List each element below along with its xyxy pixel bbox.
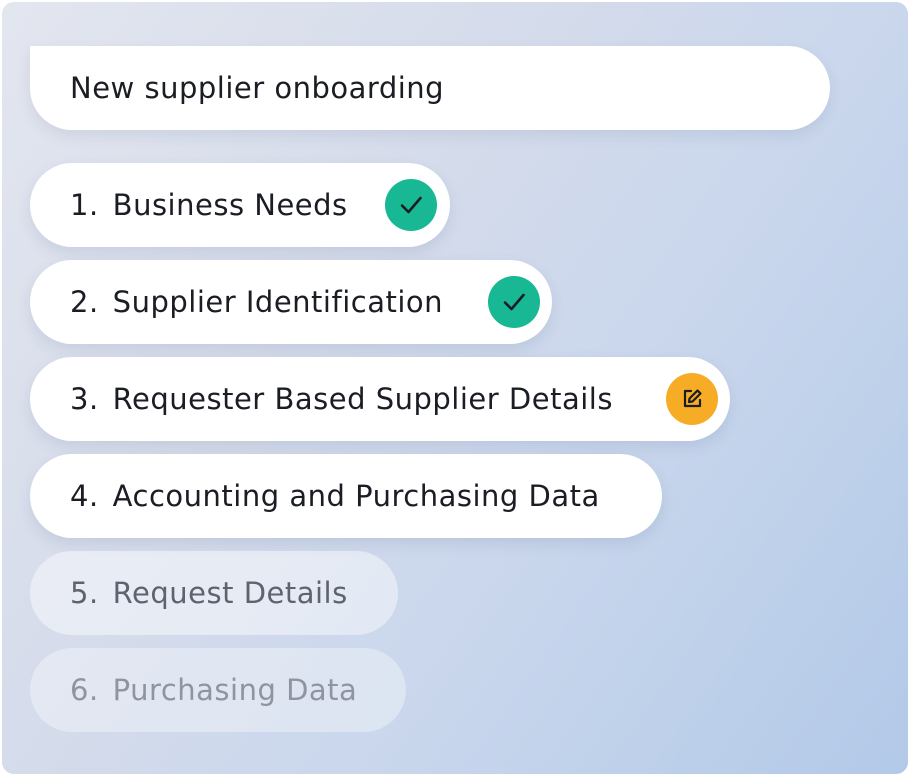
step-label: Supplier Identification: [112, 285, 444, 319]
step-business-needs[interactable]: 1. Business Needs: [30, 163, 450, 247]
step-number: 6.: [70, 673, 99, 707]
step-number: 2.: [70, 285, 99, 319]
step-label: Accounting and Purchasing Data: [112, 479, 600, 513]
step-number: 3.: [70, 382, 99, 416]
step-purchasing-data[interactable]: 6. Purchasing Data: [30, 648, 406, 732]
step-supplier-identification[interactable]: 2. Supplier Identification: [30, 260, 552, 344]
workflow-title-bar: New supplier onboarding: [30, 46, 830, 130]
step-request-details[interactable]: 5. Request Details: [30, 551, 398, 635]
edit-icon: [666, 373, 718, 425]
step-number: 1.: [70, 188, 99, 222]
check-icon: [488, 276, 540, 328]
step-label: Business Needs: [112, 188, 348, 222]
step-label: Requester Based Supplier Details: [112, 382, 613, 416]
step-label: Purchasing Data: [112, 673, 358, 707]
step-label: Request Details: [112, 576, 348, 610]
workflow-title: New supplier onboarding: [70, 71, 445, 105]
step-requester-based-supplier-details[interactable]: 3. Requester Based Supplier Details: [30, 357, 730, 441]
check-icon: [385, 179, 437, 231]
step-number: 5.: [70, 576, 99, 610]
step-number: 4.: [70, 479, 99, 513]
step-accounting-and-purchasing-data[interactable]: 4. Accounting and Purchasing Data: [30, 454, 662, 538]
